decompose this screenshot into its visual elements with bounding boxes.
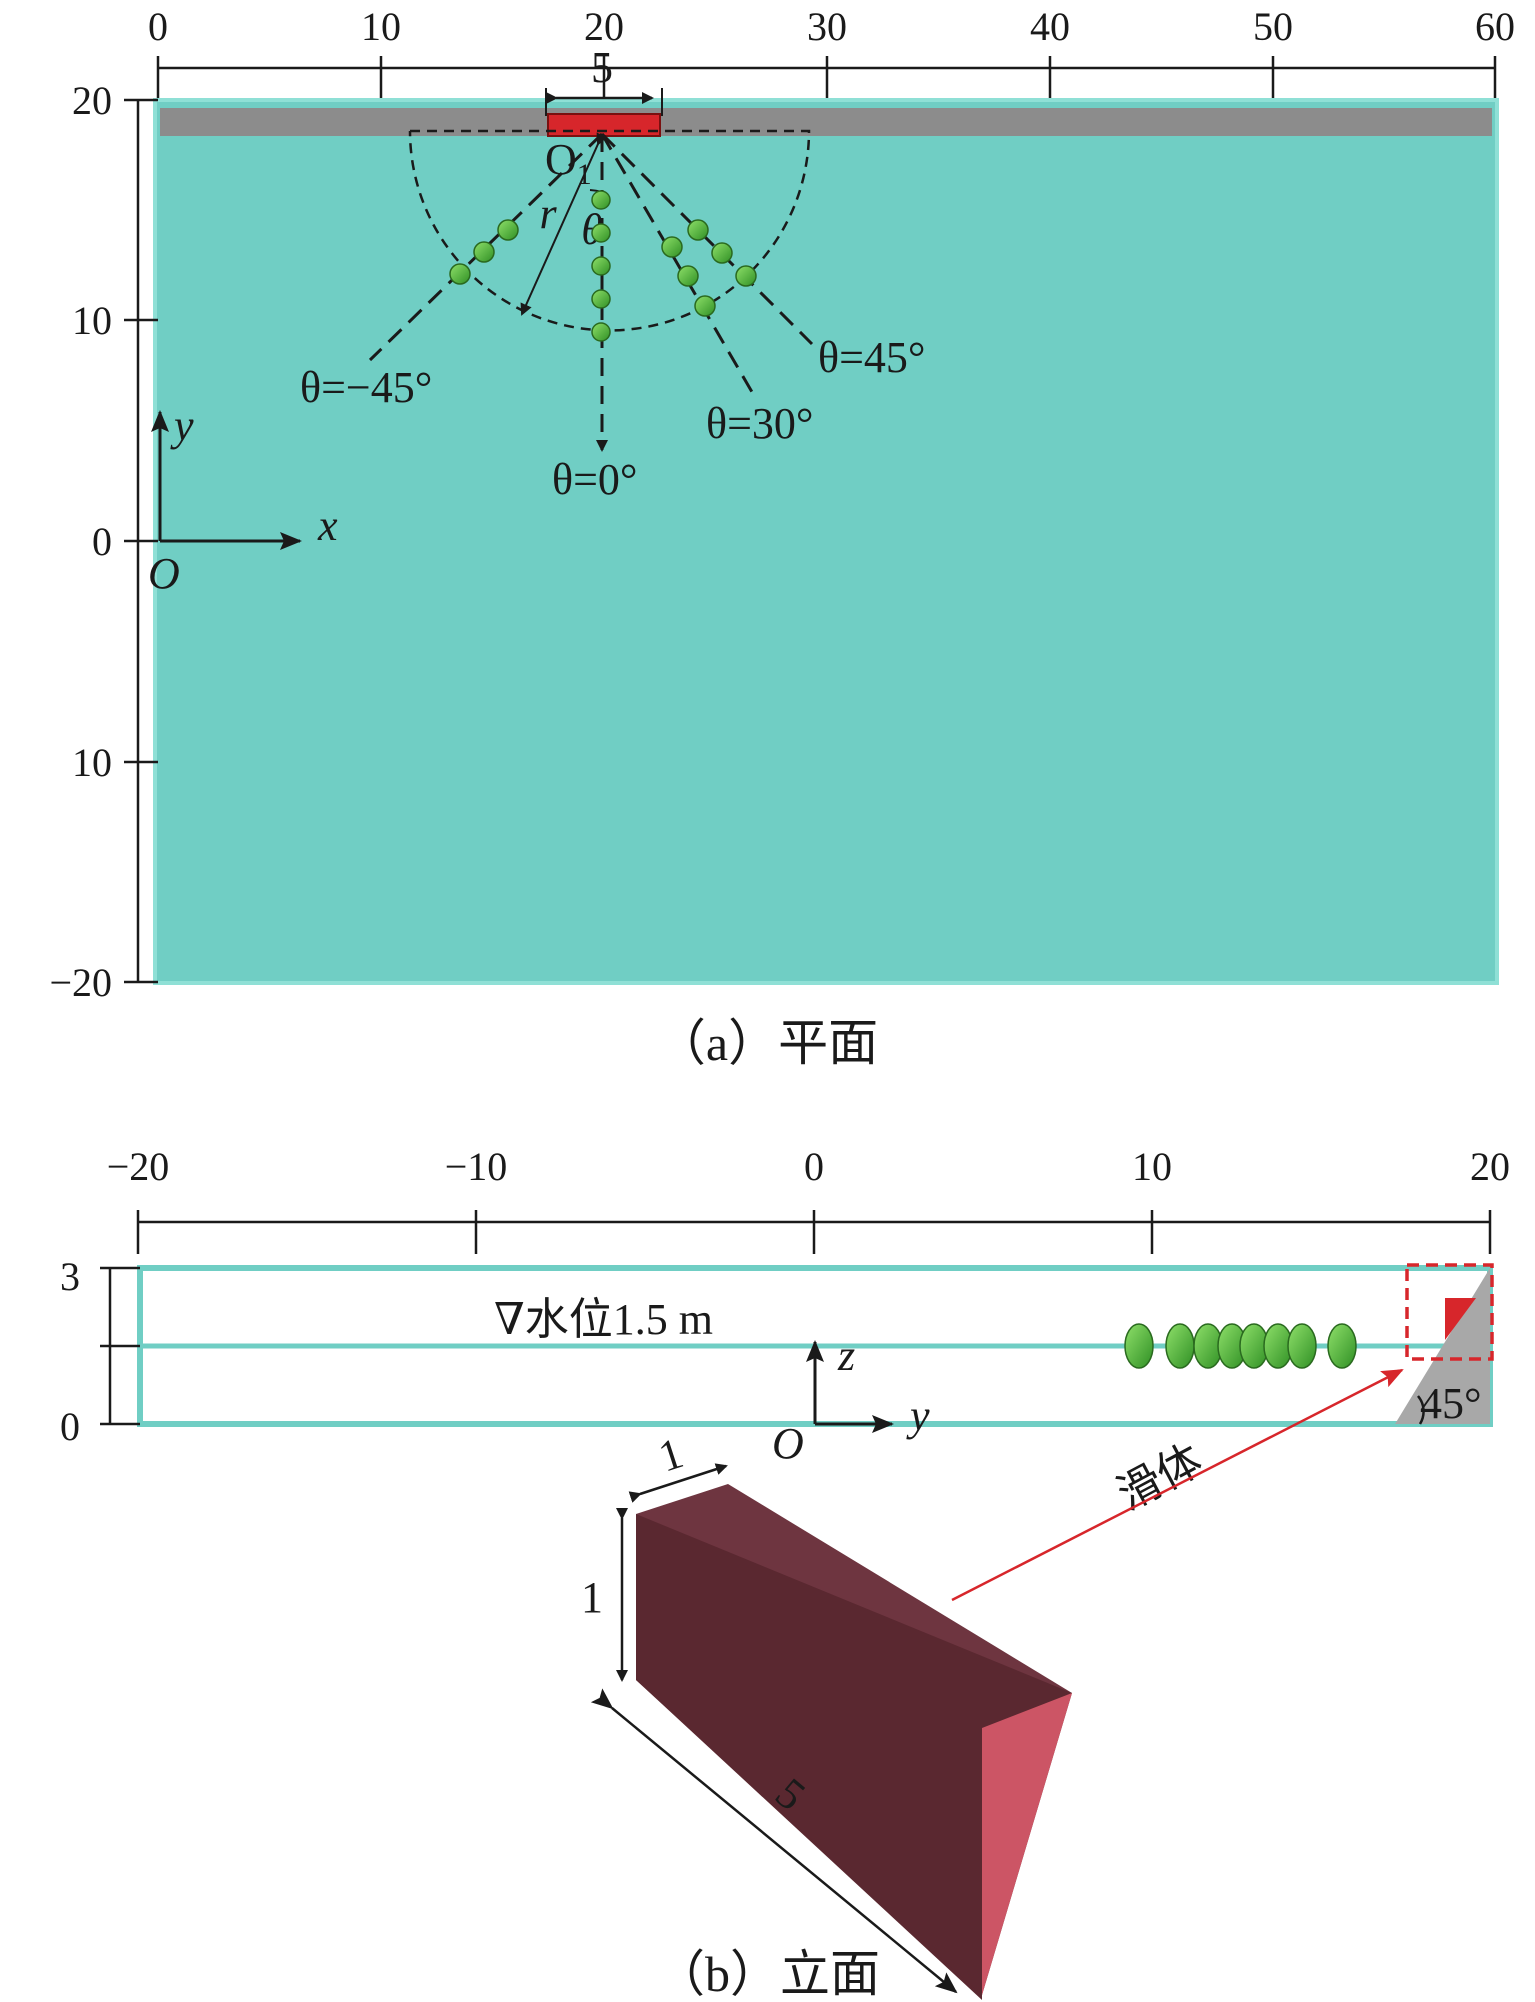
plan-monitor-semicircle xyxy=(408,129,811,332)
elev-left-tick-label: 0 xyxy=(60,1404,80,1449)
elev-slide-label: 滑体 xyxy=(1109,1435,1210,1520)
elev-axis-z-label: z xyxy=(837,1331,855,1380)
plan-left-ticks xyxy=(124,98,158,984)
gauge-marker xyxy=(661,236,683,258)
gauge-marker xyxy=(591,256,611,276)
plan-top-tick-label: 50 xyxy=(1253,4,1293,49)
plan-top-ticks xyxy=(156,56,1497,98)
plan-top-tick-label: 10 xyxy=(361,4,401,49)
gauge-marker xyxy=(1165,1323,1195,1369)
plan-origin-label: O xyxy=(148,549,180,598)
elev-slide-pointer-arrow xyxy=(951,1368,1404,1602)
plan-origin-o1: O1 xyxy=(545,135,592,191)
elev-slope-angle-label: 45° xyxy=(1420,1379,1482,1428)
plan-angle-label-0: θ=0° xyxy=(552,455,638,504)
gauge-marker xyxy=(677,265,699,287)
plan-radius-line xyxy=(520,132,608,316)
plan-slide-strip xyxy=(160,108,1492,136)
elev-origin-label: O xyxy=(772,1419,804,1468)
gauge-marker xyxy=(694,295,716,317)
gauge-marker xyxy=(711,242,733,264)
plan-left-tick-label: −20 xyxy=(49,960,112,1005)
elev-slide-highlight-box xyxy=(1405,1263,1494,1361)
elevation-view: −20 −10 0 10 20 3 0 ∇水位1.5 m xyxy=(60,1144,1510,2000)
gauge-marker xyxy=(1287,1323,1317,1369)
elev-top-ticks xyxy=(136,1210,1492,1254)
plan-top-tick-label: 20 xyxy=(584,4,624,49)
gauge-marker xyxy=(735,265,757,287)
plan-left-tick-label: 0 xyxy=(92,519,112,564)
block-dim-length xyxy=(590,1688,958,1994)
gauge-marker xyxy=(449,263,471,285)
plan-left-tick-label: 20 xyxy=(72,78,112,123)
elev-top-tick-label: 0 xyxy=(804,1144,824,1189)
plan-top-tick-label: 40 xyxy=(1030,4,1070,49)
plan-angle-label-neg45: θ=−45° xyxy=(300,363,432,412)
elev-left-ticks xyxy=(100,1266,140,1426)
elev-top-tick-label: −10 xyxy=(445,1144,508,1189)
block-dim-top xyxy=(628,1463,728,1503)
plan-top-tick-label: 0 xyxy=(148,4,168,49)
gauge-marker xyxy=(687,219,709,241)
plan-view: 0 10 20 30 40 50 60 20 10 0 10 −20 5 xyxy=(49,4,1515,1071)
plan-left-tick-label: 10 xyxy=(72,740,112,785)
plan-left-tick-label: 10 xyxy=(72,298,112,343)
elev-slide-block xyxy=(1445,1298,1476,1340)
plan-caption: （a）平面 xyxy=(656,1015,878,1071)
gauge-marker xyxy=(591,223,611,243)
gauge-marker xyxy=(591,322,611,342)
plan-angle-label-45: θ=45° xyxy=(818,333,926,382)
elev-slope-angle-arc xyxy=(1416,1395,1425,1425)
plan-slide-block xyxy=(547,113,661,137)
gauge-marker xyxy=(591,190,611,210)
elev-wave-gauges xyxy=(1124,1323,1357,1369)
plan-top-tick-label: 60 xyxy=(1475,4,1515,49)
elev-caption: （b）立面 xyxy=(655,1946,880,2002)
plan-wave-gauges xyxy=(449,190,757,342)
gauge-marker xyxy=(1124,1323,1154,1369)
elev-left-tick-label: 3 xyxy=(60,1254,80,1299)
elev-top-tick-label: −20 xyxy=(107,1144,170,1189)
gauge-marker xyxy=(497,219,519,241)
block-end-face xyxy=(982,1693,1072,1995)
gauge-marker xyxy=(473,241,495,263)
elev-axis-y-label: y xyxy=(906,1391,930,1440)
plan-top-tick-label: 30 xyxy=(807,4,847,49)
elev-top-tick-label: 20 xyxy=(1470,1144,1510,1189)
plan-width-label: 5 xyxy=(591,43,613,92)
elev-water-label: ∇水位1.5 m xyxy=(494,1295,713,1344)
elev-top-tick-label: 10 xyxy=(1132,1144,1172,1189)
plan-axis-x-label: x xyxy=(317,501,338,550)
plan-radius-label: r xyxy=(539,189,557,238)
slide-block-3d xyxy=(636,1484,1072,2000)
block-dim-top-label: 1 xyxy=(653,1428,689,1481)
gauge-marker xyxy=(591,289,611,309)
gauge-marker xyxy=(1327,1323,1357,1369)
block-dim-side-label: 1 xyxy=(581,1573,603,1622)
plan-water-region xyxy=(153,98,1499,985)
plan-axis-y-label: y xyxy=(170,401,194,450)
plan-angle-label-30: θ=30° xyxy=(706,399,814,448)
